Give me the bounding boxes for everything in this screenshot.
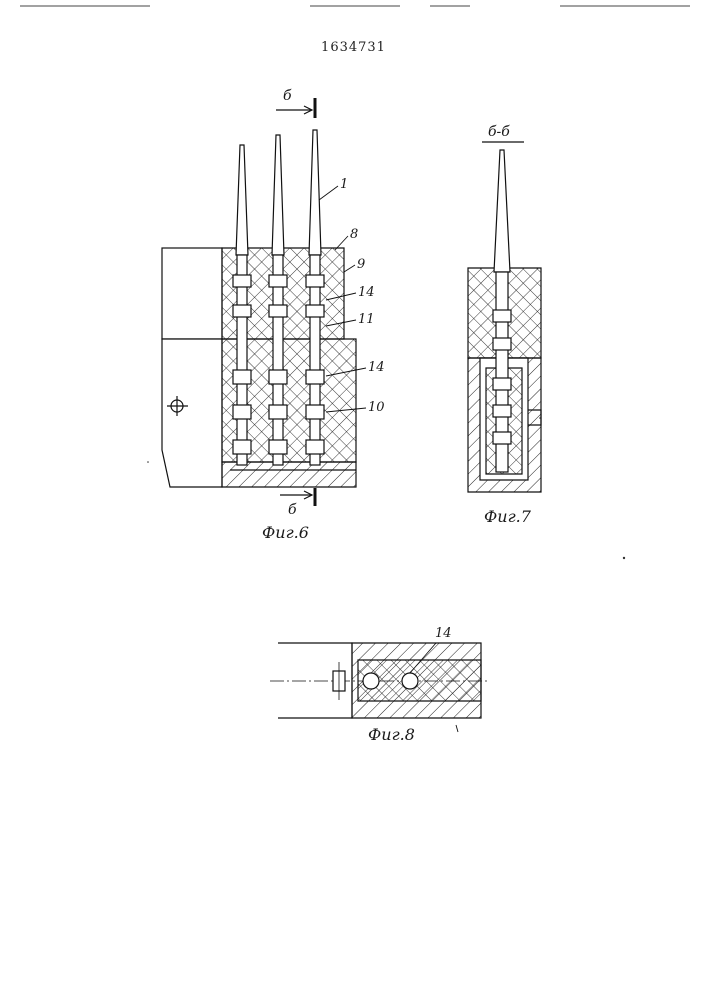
callout-9: 9 [357,257,365,272]
pin-left [233,145,251,465]
section-mark-bottom [280,488,315,506]
callout-14-lower: 14 [368,360,385,375]
fig8-pin-circle-2 [402,673,418,689]
callout-14-fig8: 14 [435,626,452,641]
pin-section [493,150,511,472]
figure-7 [468,142,541,492]
housing-lower [162,339,222,487]
figure-7-caption: Фиг.7 [484,507,532,526]
fig8-pin-circle-1 [363,673,379,689]
section-mark-top [276,98,315,118]
figure-8-caption: Фиг.8 [368,725,415,744]
callout-8: 8 [350,227,358,242]
callout-14-upper: 14 [358,285,375,300]
section-mark-label-top: б [283,88,292,104]
base-plate [222,462,356,487]
housing-upper [162,248,222,339]
section-title: б-б [488,124,510,140]
section-mark-label-bottom: б [288,502,297,518]
callout-11: 11 [358,312,375,327]
callout-10: 10 [368,400,385,415]
figure-6 [162,98,366,506]
callout-1: 1 [340,177,348,192]
figure-6-caption: Фиг.6 [262,523,309,542]
figure-8 [270,643,488,732]
